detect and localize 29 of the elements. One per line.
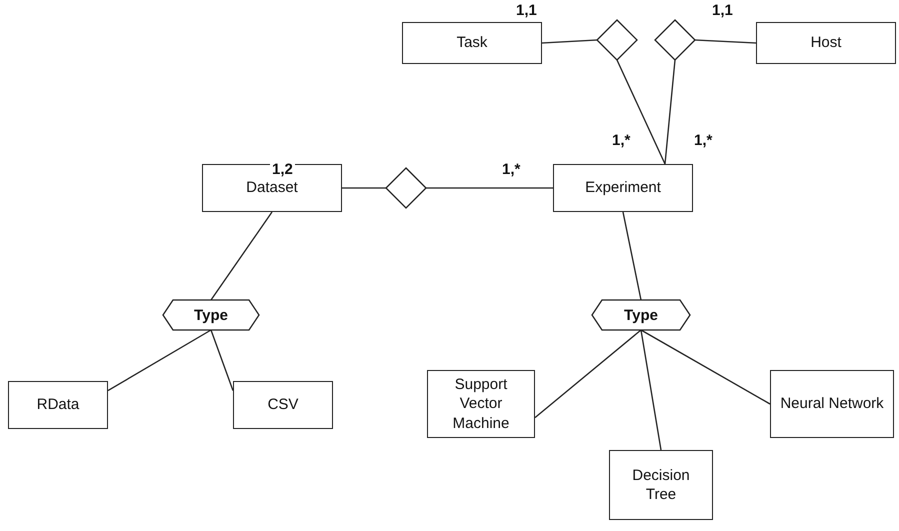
- cardinality-label: 1,1: [514, 2, 539, 19]
- cardinality-label: 1,1: [710, 2, 735, 19]
- entity-box: Task: [402, 22, 542, 64]
- connector-line: [426, 187, 553, 189]
- connector-line: [542, 39, 598, 44]
- cardinality-label: 1,*: [500, 161, 522, 178]
- connector-line: [210, 330, 234, 391]
- connector-line: [534, 330, 642, 418]
- connector-line: [640, 330, 662, 450]
- entity-box: Host: [756, 22, 896, 64]
- cardinality-label: 1,*: [692, 132, 714, 149]
- entity-box: RData: [8, 381, 108, 429]
- entity-box: Neural Network: [770, 370, 894, 438]
- entity-box: Support Vector Machine: [427, 370, 535, 438]
- connector-line: [640, 329, 770, 405]
- category-label: Type: [624, 306, 658, 324]
- connector-line: [664, 60, 676, 164]
- cardinality-label: 1,2: [270, 161, 295, 178]
- connector-line: [622, 212, 642, 300]
- connector-line: [694, 39, 756, 44]
- entity-box: CSV: [233, 381, 333, 429]
- entity-box: Decision Tree: [609, 450, 713, 520]
- connector-line: [342, 187, 386, 189]
- category-label: Type: [194, 306, 228, 324]
- connector-line: [616, 60, 666, 164]
- connector-line: [210, 212, 273, 300]
- entity-box: Experiment: [553, 164, 693, 212]
- connector-line: [108, 329, 212, 392]
- cardinality-label: 1,*: [610, 132, 632, 149]
